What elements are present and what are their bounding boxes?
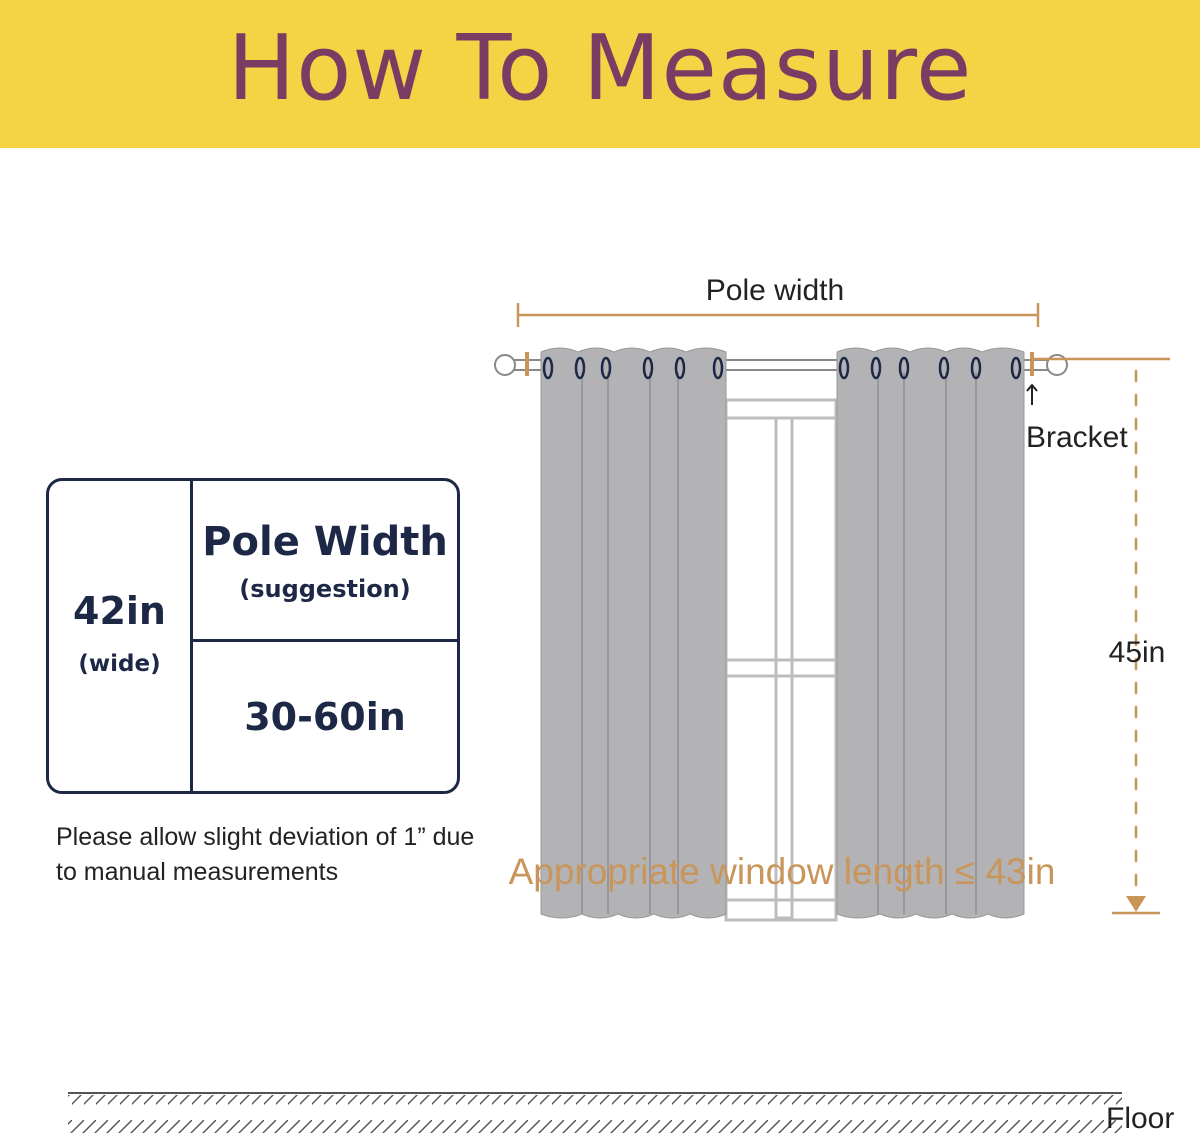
grommet-icon [838, 356, 850, 380]
table-divider-horizontal [193, 639, 457, 642]
page-title: How To Measure [227, 16, 973, 121]
table-divider-vertical [190, 481, 193, 791]
grommet-icon [574, 356, 586, 380]
spec-table: 42in (wide) Pole Width (suggestion) 30-6… [46, 478, 460, 794]
floor-label: Floor [1106, 1102, 1174, 1135]
grommet-icon [600, 356, 612, 380]
grommet-icon [970, 356, 982, 380]
floor-hatching [68, 1095, 1122, 1133]
pole-finial-left [494, 354, 516, 376]
bracket-pointer [1026, 383, 1038, 405]
grommet-icon [870, 356, 882, 380]
curtain-panel-left [540, 347, 727, 919]
bracket-right [1030, 352, 1034, 376]
curtain-pole [494, 352, 1068, 376]
grommet-icon [712, 356, 724, 380]
window-middle-rail [724, 658, 838, 678]
pole-width-header-note: (suggestion) [239, 575, 411, 603]
curtain-width-note: (wide) [78, 651, 161, 677]
window-length-label: Appropriate window length ≤ 43in [509, 851, 1056, 892]
length-dimension [1030, 357, 1170, 915]
grommet-icon [542, 356, 554, 380]
title-banner: How To Measure [0, 0, 1200, 148]
bracket-left [525, 352, 529, 376]
grommet-icon [674, 356, 686, 380]
length-label: 45in [1109, 636, 1166, 669]
arrow-down-icon [1126, 896, 1146, 912]
grommet-icon [938, 356, 950, 380]
bracket-label: Bracket [1026, 421, 1128, 454]
curtain-fabric-right [836, 347, 1025, 919]
pole-width-dimension [516, 303, 1040, 327]
grommet-icon [898, 356, 910, 380]
grommet-icon [642, 356, 654, 380]
window-mullion [774, 416, 794, 920]
window [724, 398, 838, 922]
curtain-panel-right [836, 347, 1025, 919]
grommet-icon [1010, 356, 1022, 380]
curtain-fabric-left [540, 347, 727, 919]
pole-width-header: Pole Width [202, 519, 448, 565]
curtain-width-value: 42in [73, 589, 166, 633]
arrow-up-icon [1026, 383, 1038, 392]
deviation-note: Please allow slight deviation of 1” due … [56, 823, 475, 886]
window-top-rail [724, 398, 838, 420]
pole-width-label: Pole width [706, 274, 844, 307]
pole-width-range: 30-60in [244, 695, 406, 739]
